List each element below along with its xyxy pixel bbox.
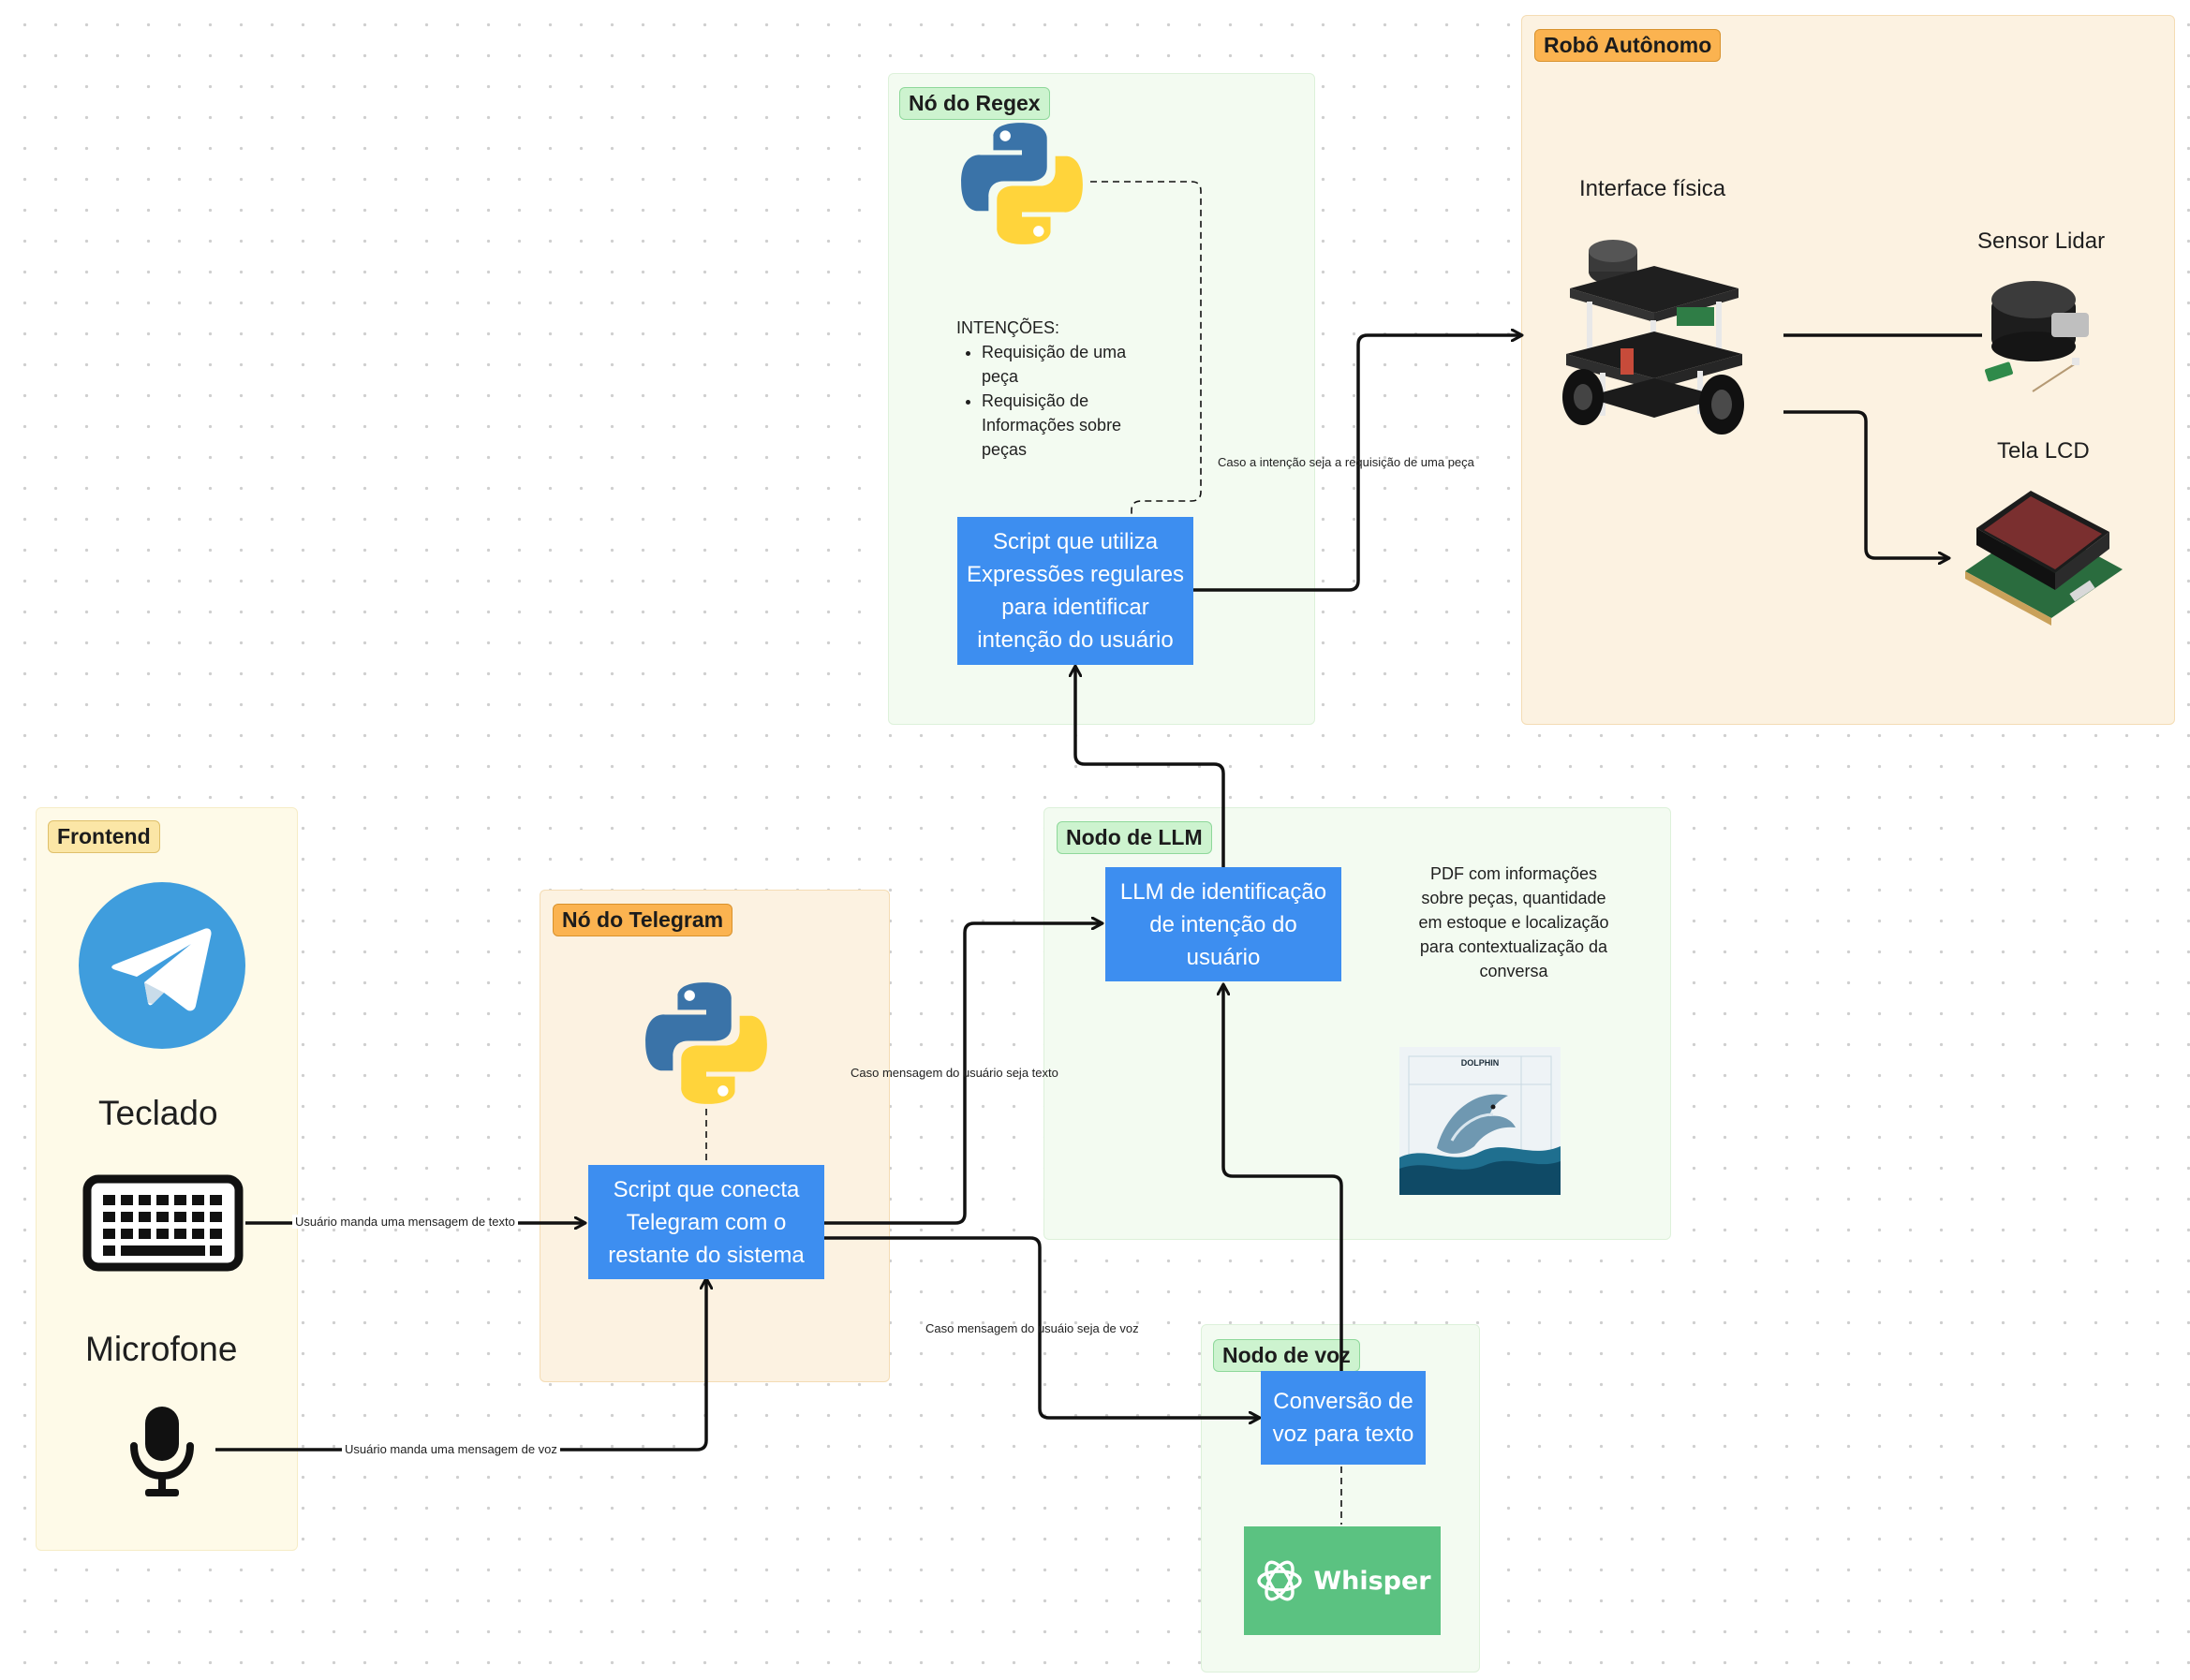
edge-label-request-case: Caso a intenção seja a requisição de uma… bbox=[1218, 455, 1474, 469]
edge-label-voice-case: Caso mensagem do usuáio seja de voz bbox=[925, 1321, 1139, 1335]
telegram-script-box[interactable]: Script que conecta Telegram com o restan… bbox=[588, 1165, 824, 1279]
edge-mic-to-telegram bbox=[215, 1279, 706, 1452]
microphone-icon bbox=[130, 1407, 194, 1496]
whisper-text: Whisper bbox=[1313, 1566, 1431, 1596]
frontend-tag: Frontend bbox=[48, 820, 160, 853]
pdf-note: PDF com informações sobre peças, quantid… bbox=[1418, 864, 1609, 980]
edge-voice-to-llm bbox=[1223, 985, 1343, 1371]
dolphin-pdf-image: DOLPHIN bbox=[1399, 1047, 1561, 1195]
regex-node-tag: Nó do Regex bbox=[899, 87, 1050, 120]
whisper-logo: Whisper bbox=[1244, 1526, 1441, 1635]
telegram-node-tag: Nó do Telegram bbox=[553, 904, 733, 936]
telegram-node-group bbox=[540, 890, 890, 1382]
intents-title: INTENÇÕES: bbox=[956, 318, 1060, 337]
robot-icon bbox=[1562, 240, 1744, 435]
edge-regex-to-robot bbox=[1193, 335, 1521, 592]
edge-label-text-case: Caso mensagem do usuário seja texto bbox=[851, 1066, 1058, 1080]
telegram-logo-icon bbox=[79, 882, 245, 1049]
llm-box[interactable]: LLM de identificação de intenção do usuá… bbox=[1105, 867, 1341, 981]
llm-node-tag: Nodo de LLM bbox=[1057, 821, 1212, 854]
edge-label-voice-msg: Usuário manda uma mensagem de voz bbox=[342, 1442, 560, 1456]
robot-tag: Robô Autônomo bbox=[1534, 29, 1722, 62]
edge-telegram-to-voice bbox=[824, 1236, 1259, 1418]
interface-label: Interface física bbox=[1579, 176, 1726, 201]
edge-interface-to-lcd bbox=[1783, 410, 1948, 558]
microphone-label: Microfone bbox=[85, 1330, 238, 1368]
lcd-screen-icon bbox=[1965, 491, 2123, 626]
edge-telegram-to-llm bbox=[824, 923, 1102, 1225]
intent-item: Requisição de uma peça bbox=[982, 340, 1144, 389]
lidar-sensor-icon bbox=[1985, 281, 2089, 392]
dolphin-title: DOLPHIN bbox=[1461, 1058, 1500, 1068]
voice-node-tag: Nodo de voz bbox=[1213, 1339, 1360, 1372]
openai-icon bbox=[1257, 1560, 1303, 1601]
intent-item: Requisição de Informações sobre peças bbox=[982, 389, 1144, 462]
python-logo-icon bbox=[961, 123, 1083, 244]
edge-label-text-msg: Usuário manda uma mensagem de texto bbox=[292, 1215, 518, 1229]
lidar-label: Sensor Lidar bbox=[1977, 228, 2106, 254]
edge-llm-to-regex bbox=[1075, 667, 1225, 867]
lcd-label: Tela LCD bbox=[1997, 438, 2090, 464]
intents-list: INTENÇÕES: Requisição de uma peça Requis… bbox=[956, 316, 1144, 462]
keyboard-icon bbox=[82, 1174, 244, 1272]
regex-script-box[interactable]: Script que utiliza Expressões regulares … bbox=[957, 517, 1193, 665]
voice-conversion-box[interactable]: Conversão de voz para texto bbox=[1261, 1371, 1426, 1465]
python-logo-icon bbox=[645, 982, 767, 1104]
keyboard-label: Teclado bbox=[98, 1094, 218, 1132]
